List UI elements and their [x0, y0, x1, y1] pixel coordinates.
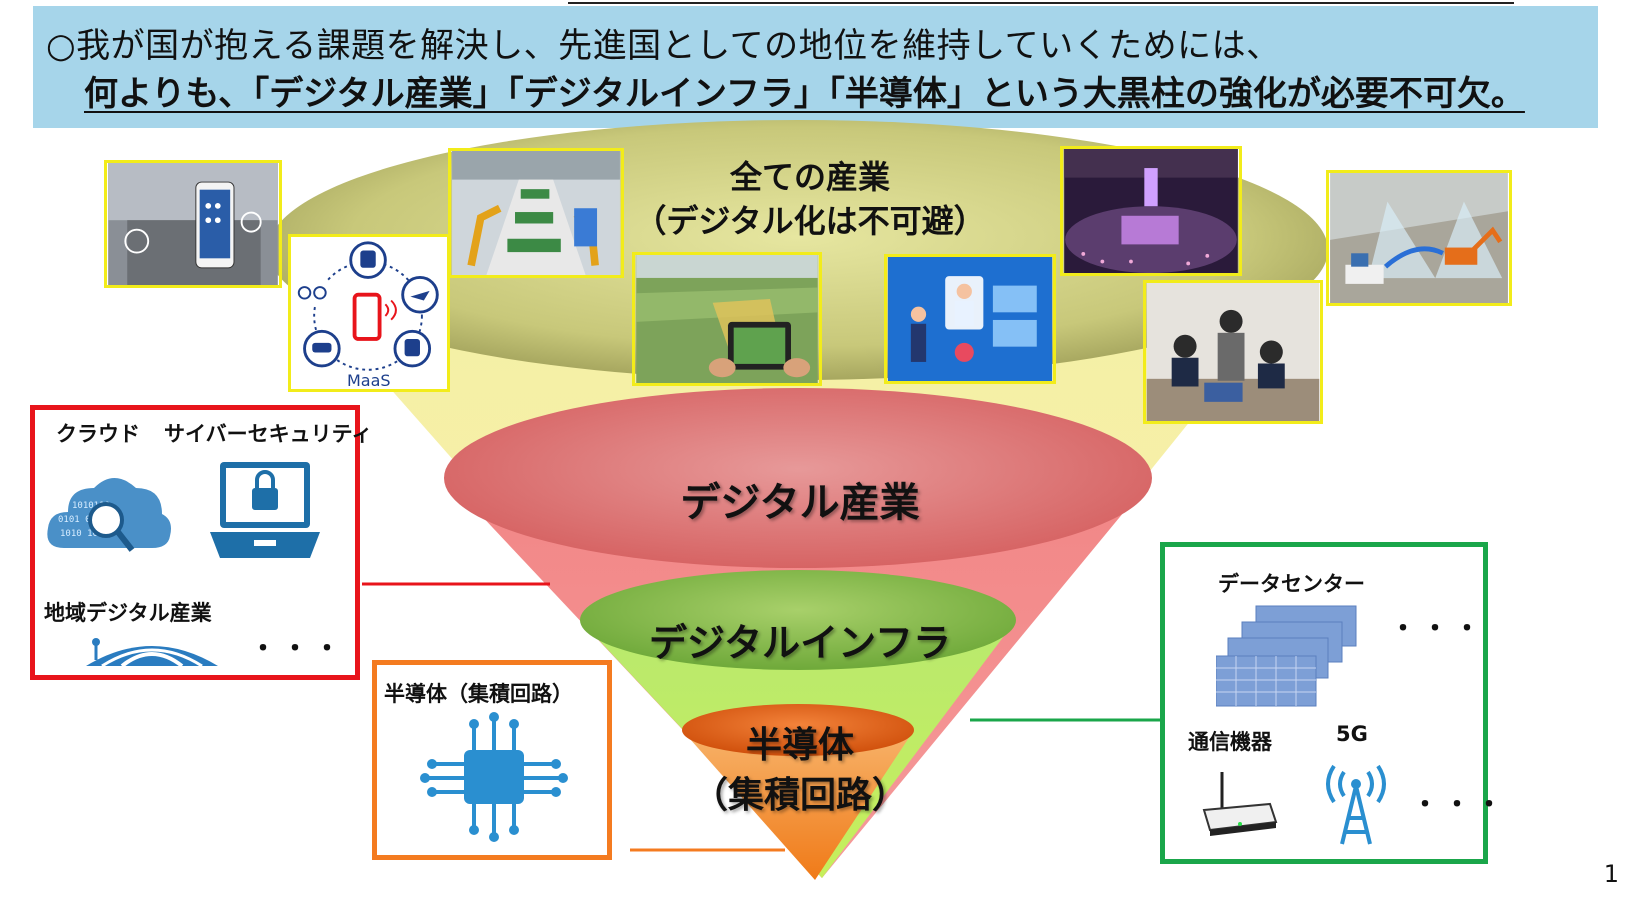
maas-image: MaaS: [288, 234, 450, 392]
factory-robot-image: [448, 148, 624, 278]
semiconductor-label: 半導体: [745, 725, 854, 766]
maas-label: MaaS: [347, 371, 391, 390]
svg-text:1010110: 1010110: [72, 501, 110, 511]
smart-agriculture-image: [632, 252, 822, 386]
5g-label: 5G: [1336, 722, 1368, 746]
router-icon: [1202, 772, 1278, 836]
left-more-dots: ・・・: [250, 634, 347, 664]
digital-industry-ellipse: [444, 388, 1152, 568]
regional-digital-label: 地域デジタル産業: [44, 601, 212, 625]
page-number: 1: [1603, 860, 1619, 888]
all-industries-subtitle: （デジタル化は不可避）: [634, 202, 986, 240]
semiconductor-sublabel: （集積回路）: [691, 775, 908, 816]
smart-home-image: [104, 160, 282, 288]
all-industries-title: 全ての産業: [729, 158, 890, 196]
greenhouse-icon: [86, 638, 218, 668]
healthcare-image: [884, 254, 1056, 384]
semiconductor-box-title: 半導体（集積回路）: [384, 682, 573, 706]
semiconductor-ellipse: [682, 704, 914, 756]
header-line2: 何よりも、「デジタル産業」「デジタルインフラ」「半導体」という大黒柱の強化が必要…: [84, 74, 1525, 114]
datacenter-label: データセンター: [1218, 572, 1365, 596]
laptop-lock-icon: [210, 462, 320, 558]
right-more-dots-2: ・・・: [1412, 790, 1509, 820]
comm-equipment-label: 通信機器: [1188, 730, 1272, 754]
header-banner: [33, 6, 1598, 128]
datacenter-icon: [1216, 605, 1357, 707]
classroom-image: [1143, 280, 1323, 424]
header-line1: ○我が国が抱える課題を解決し、先進国としての地位を維持していくためには、: [46, 26, 1281, 66]
digital-infra-label: デジタルインフラ: [648, 621, 952, 665]
cloud-data-icon: 1010110 0101 01101 1010 10101: [47, 478, 171, 552]
stadium-image: [1060, 146, 1242, 276]
digital-industry-label: デジタル産業: [680, 480, 920, 526]
chip-icon: [420, 712, 568, 842]
antenna-5g-icon: [1326, 764, 1386, 845]
semiconductor-layer: [682, 730, 914, 880]
construction-image: [1326, 170, 1512, 306]
top-rule: [568, 2, 1514, 4]
svg-text:1010 10101: 1010 10101: [60, 529, 114, 539]
cyber-security-label: サイバーセキュリティ: [164, 422, 373, 446]
right-more-dots-1: ・・・: [1390, 614, 1487, 644]
digital-infra-ellipse: [580, 570, 1016, 670]
cloud-label: クラウド: [56, 422, 140, 446]
svg-text:0101 01101: 0101 01101: [58, 515, 112, 525]
